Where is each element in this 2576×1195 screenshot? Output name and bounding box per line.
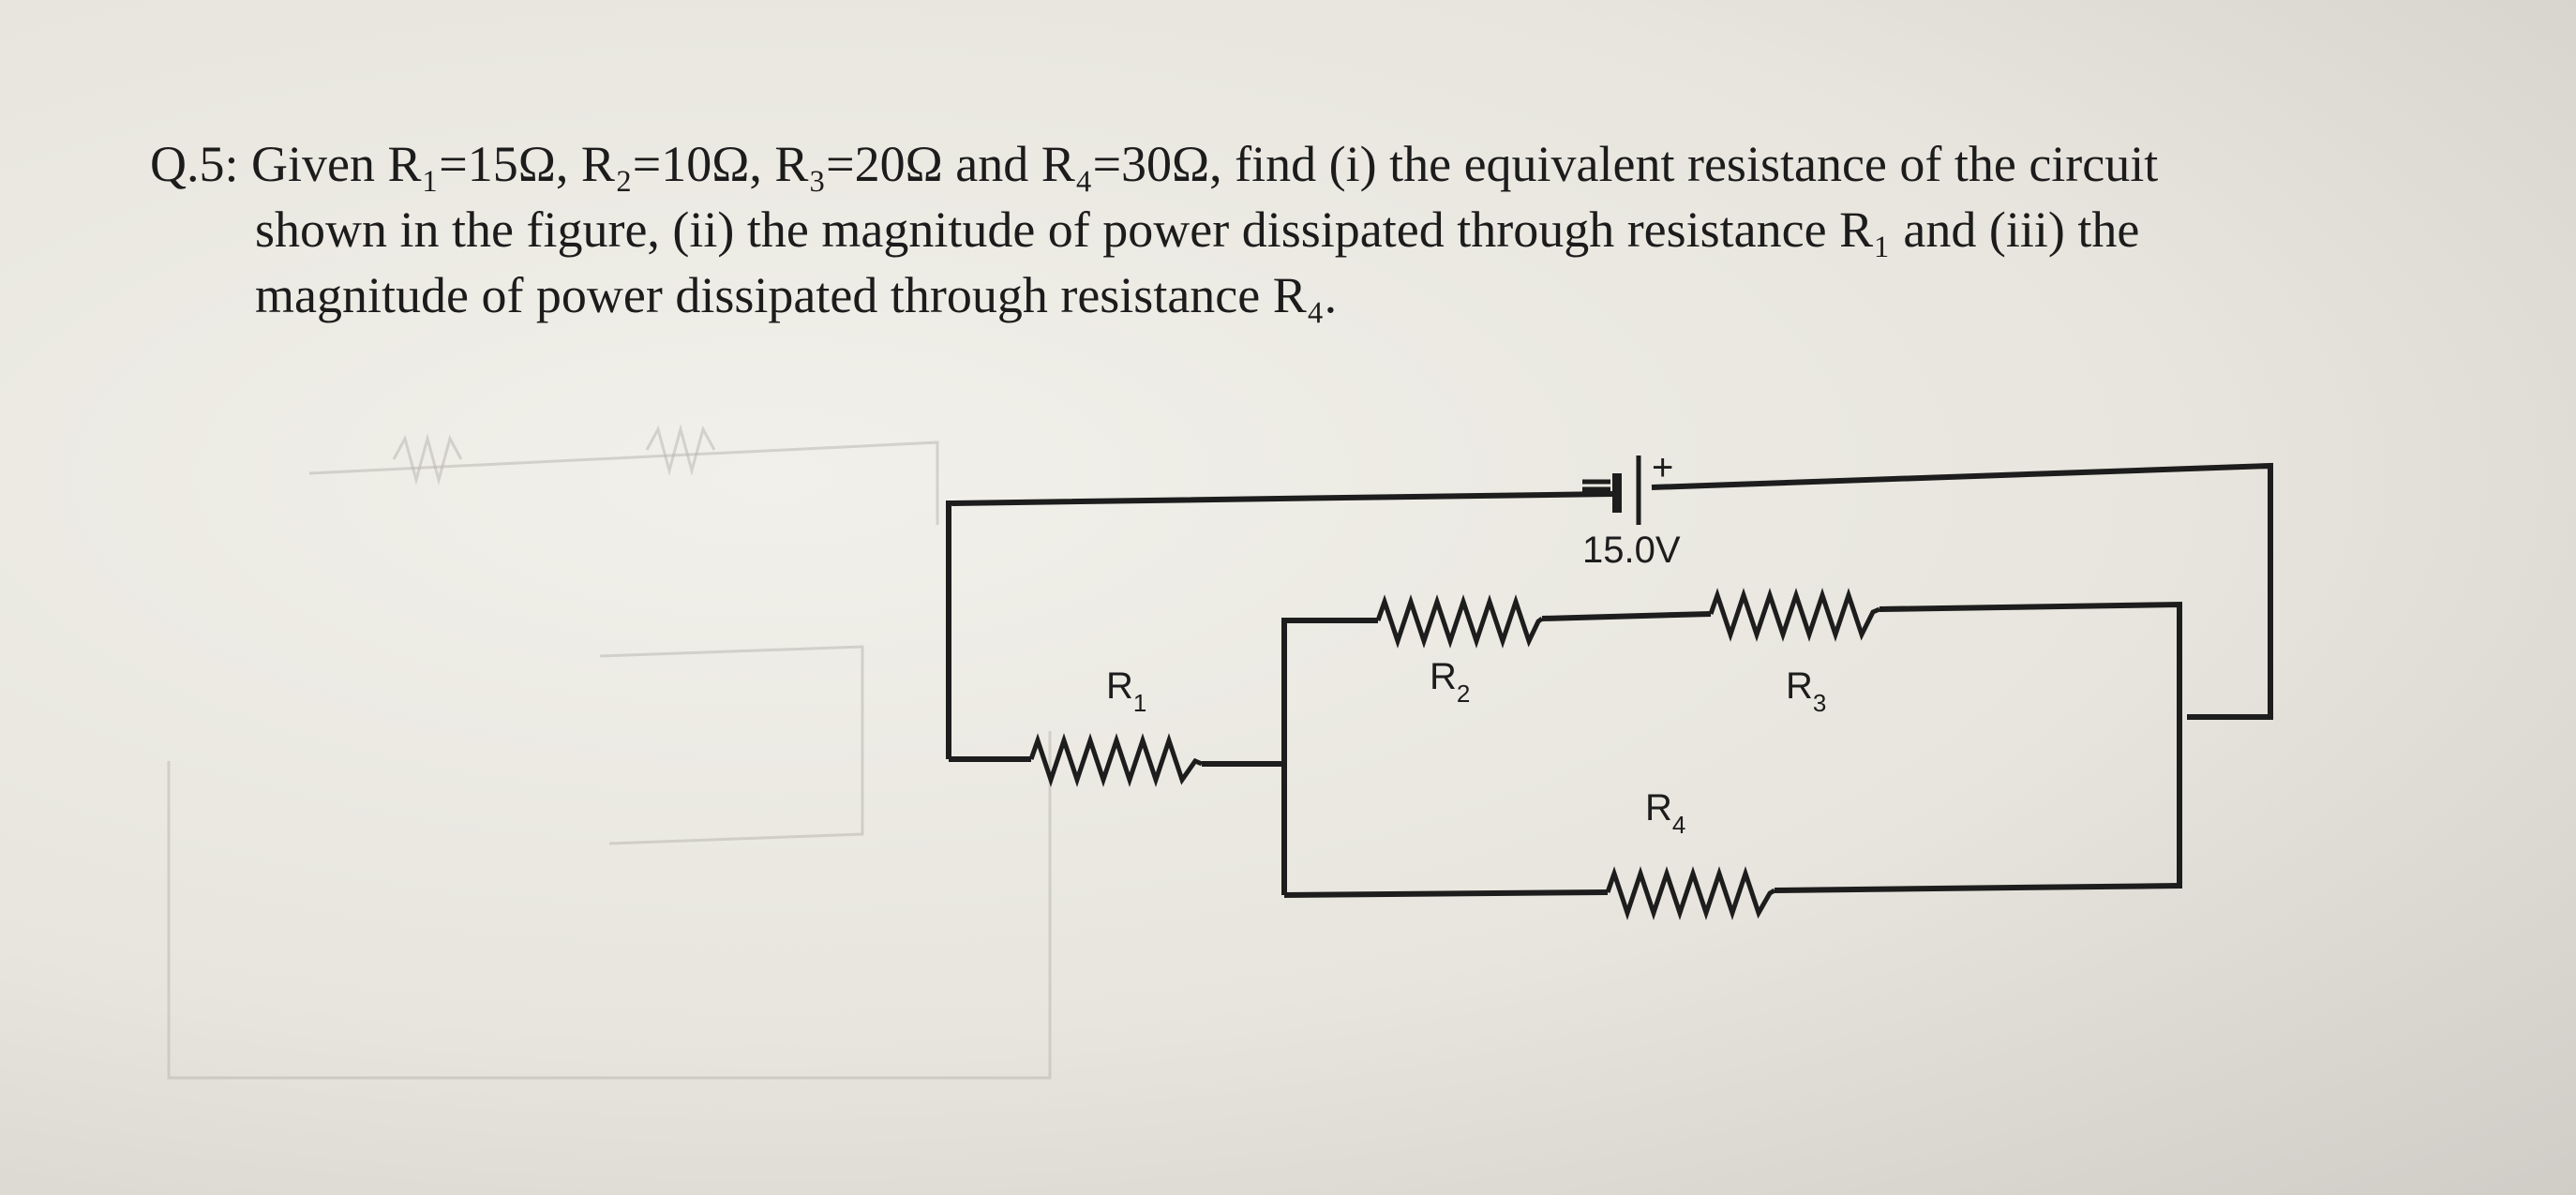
question-line-1: Q.5: Given R₁=15Ω, R₂=10Ω, R₃=20Ω and R₄…: [150, 136, 2159, 192]
resistor-r4-label: R4: [1645, 787, 1685, 839]
question-line-2: shown in the figure, (ii) the magnitude …: [255, 202, 2140, 258]
resistor-r3-sub: 3: [1813, 689, 1826, 717]
resistor-r4-letter: R: [1645, 787, 1672, 829]
wire-top-left: [946, 491, 1613, 759]
resistor-r1-zigzag: [1028, 733, 1203, 787]
battery-plus-sign: +: [1652, 447, 1673, 488]
battery-symbol: [1582, 456, 1641, 525]
resistor-r2-sub: 2: [1457, 680, 1470, 708]
bleed-through-ghost: [167, 424, 1052, 1080]
wire-r2-r3: [1541, 611, 1712, 621]
resistor-r2-zigzag: [1375, 594, 1544, 649]
wire-inner-left: [1281, 618, 1378, 895]
resistor-r1-sub: 1: [1133, 689, 1146, 717]
resistor-r2-label: R2: [1430, 656, 1470, 708]
wire-top-right: [1651, 462, 2273, 720]
battery-voltage-label: 15.0V: [1582, 530, 1681, 571]
resistor-r1-letter: R: [1106, 665, 1133, 707]
question-text: Q.5: Given R₁=15Ω, R₂=10Ω, R₃=20Ω and R₄…: [150, 131, 2437, 328]
resistor-r3-zigzag: [1708, 588, 1880, 642]
resistor-r3-letter: R: [1786, 665, 1813, 707]
resistor-r4-sub: 4: [1672, 811, 1685, 839]
resistor-r2-letter: R: [1430, 656, 1457, 697]
wire-r4-left: [1283, 889, 1609, 898]
wire-inner-right: [1879, 601, 2182, 889]
resistor-r3-label: R3: [1786, 665, 1826, 717]
resistor-r1-label: R1: [1106, 665, 1146, 717]
wire-r4-right: [1774, 883, 2180, 893]
question-line-3: magnitude of power dissipated through re…: [255, 267, 1338, 323]
resistor-r4-zigzag: [1605, 866, 1776, 920]
